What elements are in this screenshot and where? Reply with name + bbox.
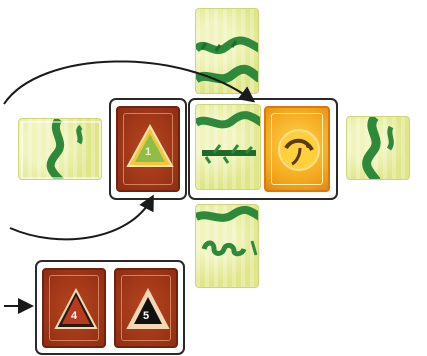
arrow-to-start-card [10,198,152,239]
arrow-to-play-area [4,61,252,104]
